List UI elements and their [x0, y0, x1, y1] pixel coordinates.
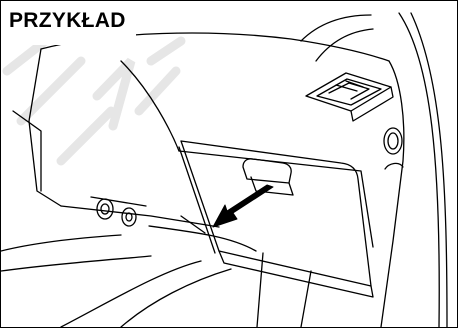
glovebox-door — [179, 141, 373, 297]
arrow-icon — [213, 185, 273, 227]
air-vent — [306, 73, 393, 121]
a-pillar — [399, 13, 439, 327]
example-label: PRZYKŁAD — [1, 1, 136, 45]
side-vent — [384, 128, 403, 169]
